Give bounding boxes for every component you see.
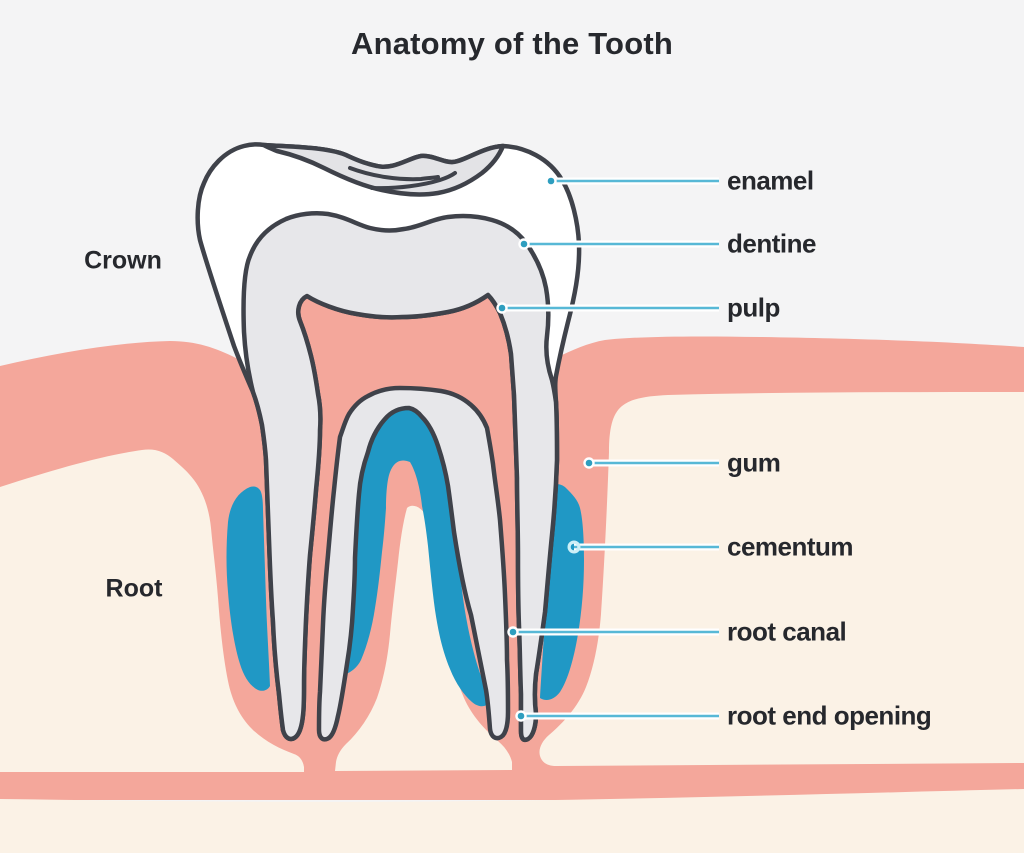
pulp-label: pulp bbox=[727, 292, 780, 323]
enamel-leader bbox=[545, 175, 719, 187]
root-canal-label: root canal bbox=[727, 616, 847, 647]
bone-bottom-strip-shape bbox=[0, 789, 1024, 853]
root-end-opening-leader bbox=[515, 710, 719, 722]
diagram-title: Anatomy of the Tooth bbox=[351, 26, 673, 61]
pulp-dot bbox=[498, 304, 506, 312]
gum-leader bbox=[583, 457, 719, 469]
cementum-arch-shape bbox=[338, 408, 491, 714]
bone-right-shape bbox=[539, 392, 1024, 766]
cementum-dot bbox=[567, 540, 581, 554]
tooth-fissure-line-1 bbox=[348, 166, 440, 182]
enamel-label: enamel bbox=[727, 165, 814, 196]
root-canal-dot bbox=[509, 628, 517, 636]
root-region-label: Root bbox=[105, 574, 163, 603]
tooth-dentine-island-shape bbox=[316, 385, 511, 742]
cementum-left-shape bbox=[226, 486, 270, 691]
crown-region-label: Crown bbox=[84, 246, 162, 275]
bone-center-spike-shape bbox=[335, 505, 512, 771]
leader-lines bbox=[496, 175, 719, 722]
gum-dot bbox=[585, 459, 593, 467]
cementum-label: cementum bbox=[727, 531, 854, 562]
tooth-dentine-shape bbox=[241, 210, 560, 743]
bone-left-shape bbox=[0, 449, 304, 772]
root-end-opening-dot bbox=[517, 712, 525, 720]
tooth-fissure-line-2 bbox=[370, 171, 457, 191]
enamel-dot bbox=[547, 177, 555, 185]
pulp-leader bbox=[496, 302, 719, 314]
root-canal-leader bbox=[507, 626, 719, 638]
cementum-leader bbox=[567, 540, 719, 554]
dentine-leader bbox=[518, 238, 719, 250]
root-end-opening-label: root end opening bbox=[727, 700, 932, 731]
gum-label: gum bbox=[727, 447, 781, 478]
dentine-label: dentine bbox=[727, 228, 816, 259]
tooth-occlusal-basin-shape bbox=[261, 142, 506, 197]
dentine-dot bbox=[520, 240, 528, 248]
